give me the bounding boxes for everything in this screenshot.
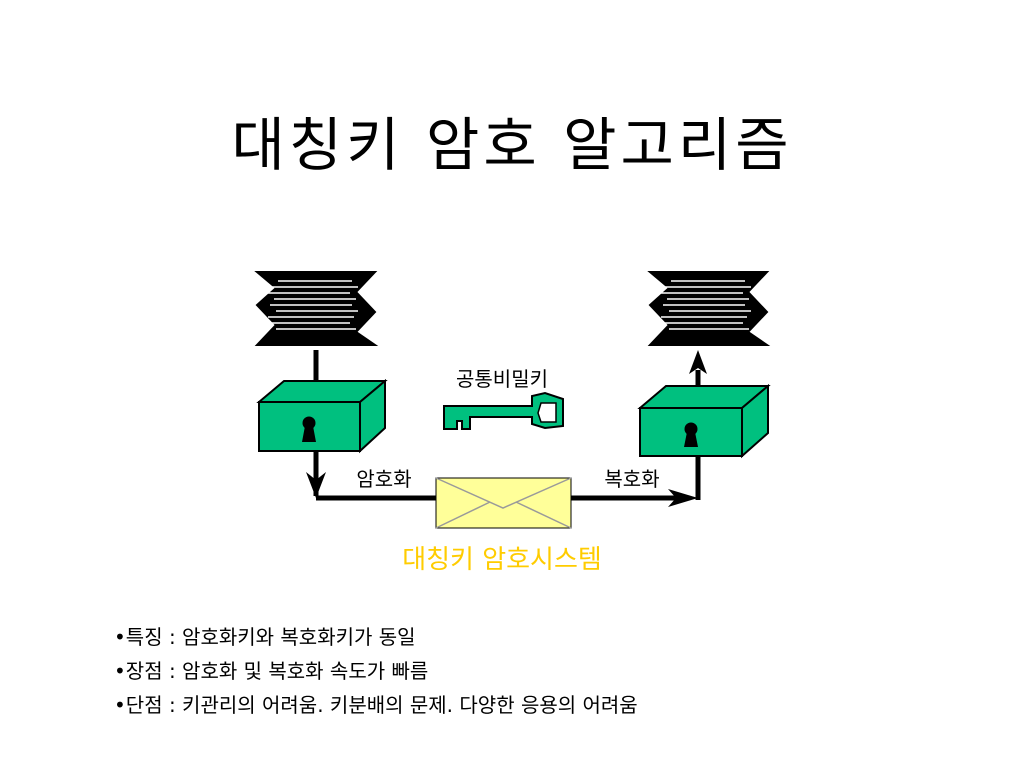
plaintext-document-icon	[254, 271, 379, 346]
bullet-disadvantage: 단점 : 키관리의 어려움. 키분배의 문제. 다양한 응용의 어려움	[114, 692, 638, 726]
bullet-advantage: 장점 : 암호화 및 복호화 속도가 빠름	[114, 658, 638, 692]
secret-key-label: 공통비밀키	[456, 367, 548, 391]
bullet-list: 특징 : 암호화키와 복호화키가 동일 장점 : 암호화 및 복호화 속도가 빠…	[114, 624, 638, 726]
encrypt-label: 암호화	[356, 467, 411, 491]
decrypted-document-icon	[647, 271, 771, 346]
system-label: 대칭키 암호시스템	[402, 545, 602, 575]
flow-lines	[313, 350, 701, 501]
secret-key-icon	[443, 391, 564, 430]
encryption-lock-box-icon	[256, 378, 388, 454]
slide-title: 대칭키 암호 알고리즘	[231, 111, 793, 179]
decrypt-label: 복호화	[604, 467, 659, 491]
arrow-up-icon	[689, 350, 707, 374]
arrow-right-icon	[668, 489, 698, 507]
bullet-feature: 특징 : 암호화키와 복호화키가 동일	[114, 624, 638, 658]
keyhole-icon	[302, 416, 316, 442]
keyhole-icon	[684, 422, 698, 447]
arrow-down-icon	[306, 472, 326, 498]
decryption-lock-box-icon	[637, 383, 771, 459]
envelope-icon	[435, 477, 572, 529]
